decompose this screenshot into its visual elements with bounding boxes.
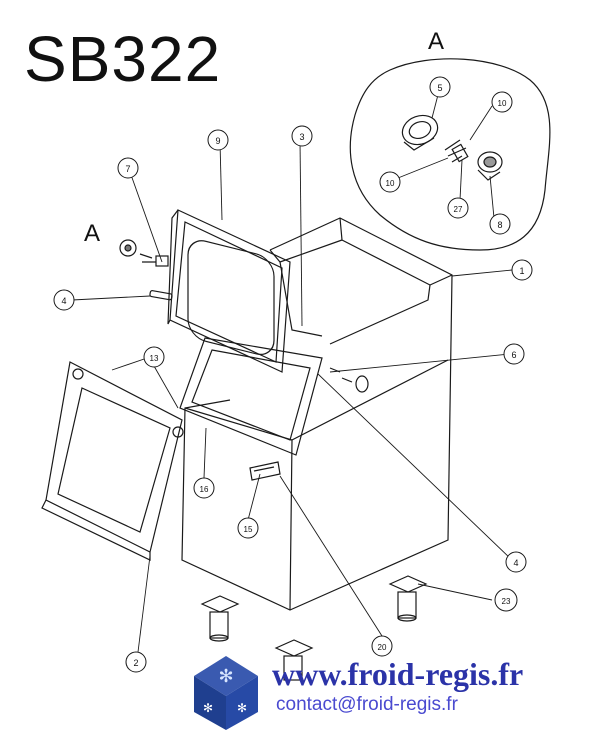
callout-10b — [379, 171, 401, 193]
detail-a-reference-label: A — [84, 220, 101, 247]
callout-13 — [143, 346, 165, 368]
callout-8 — [489, 213, 511, 235]
callout-4a-label: 4 — [61, 296, 66, 306]
callout-2-label: 2 — [133, 658, 138, 668]
callout-8-label: 8 — [497, 220, 502, 230]
callout-16-label: 16 — [200, 485, 209, 494]
detail-a-label: A — [428, 28, 445, 55]
callout-16 — [193, 477, 215, 499]
front-door — [41, 361, 184, 561]
callout-23 — [494, 588, 518, 612]
callout-10b-label: 10 — [386, 179, 395, 188]
callout-20 — [371, 635, 393, 657]
website-link[interactable]: www.froid-regis.fr — [272, 656, 524, 692]
callout-23-label: 23 — [502, 597, 511, 606]
svg-text:✻: ✻ — [218, 666, 233, 686]
callout-7-label: 7 — [125, 164, 130, 174]
callout-4b — [505, 551, 527, 573]
callout-5-label: 5 — [437, 83, 442, 93]
model-title: SB322 — [24, 23, 222, 95]
callout-10a-label: 10 — [498, 99, 507, 108]
callout-13-label: 13 — [150, 354, 159, 363]
callout-15 — [237, 517, 259, 539]
svg-text:✻: ✻ — [237, 701, 247, 715]
top-lid-window — [167, 209, 291, 373]
callouts: 5 10 10 27 8 1 3 9 7 4 13 6 4 1 — [53, 76, 533, 673]
callout-3 — [291, 125, 313, 147]
detail-a-outline — [349, 58, 551, 251]
cabinet-body — [181, 217, 453, 611]
callout-4a — [53, 289, 75, 311]
snowflake-logo-icon: ✻ ✻ ✻ — [194, 656, 258, 730]
callout-6 — [503, 343, 525, 365]
callout-27 — [447, 197, 469, 219]
callout-9-label: 9 — [215, 136, 220, 146]
callout-7 — [117, 157, 139, 179]
callout-20-label: 20 — [378, 643, 387, 652]
inner-lid — [179, 337, 323, 456]
svg-text:✻: ✻ — [203, 701, 213, 715]
leader-lines — [71, 86, 513, 653]
email-link[interactable]: contact@froid-regis.fr — [276, 694, 458, 715]
callout-3-label: 3 — [299, 132, 304, 142]
callout-2 — [125, 651, 147, 673]
handle — [249, 461, 281, 481]
callout-9 — [207, 129, 229, 151]
hinge-parts-left — [119, 239, 169, 267]
callout-15-label: 15 — [244, 525, 253, 534]
callout-6-label: 6 — [511, 350, 516, 360]
callout-4b-label: 4 — [513, 558, 518, 568]
callout-1-label: 1 — [519, 266, 524, 276]
callout-10a — [491, 91, 513, 113]
callout-1 — [511, 259, 533, 281]
feet — [200, 575, 428, 681]
detail-a-parts — [401, 114, 503, 181]
pin — [149, 290, 173, 301]
callout-27-label: 27 — [454, 205, 463, 214]
callout-5 — [429, 76, 451, 98]
